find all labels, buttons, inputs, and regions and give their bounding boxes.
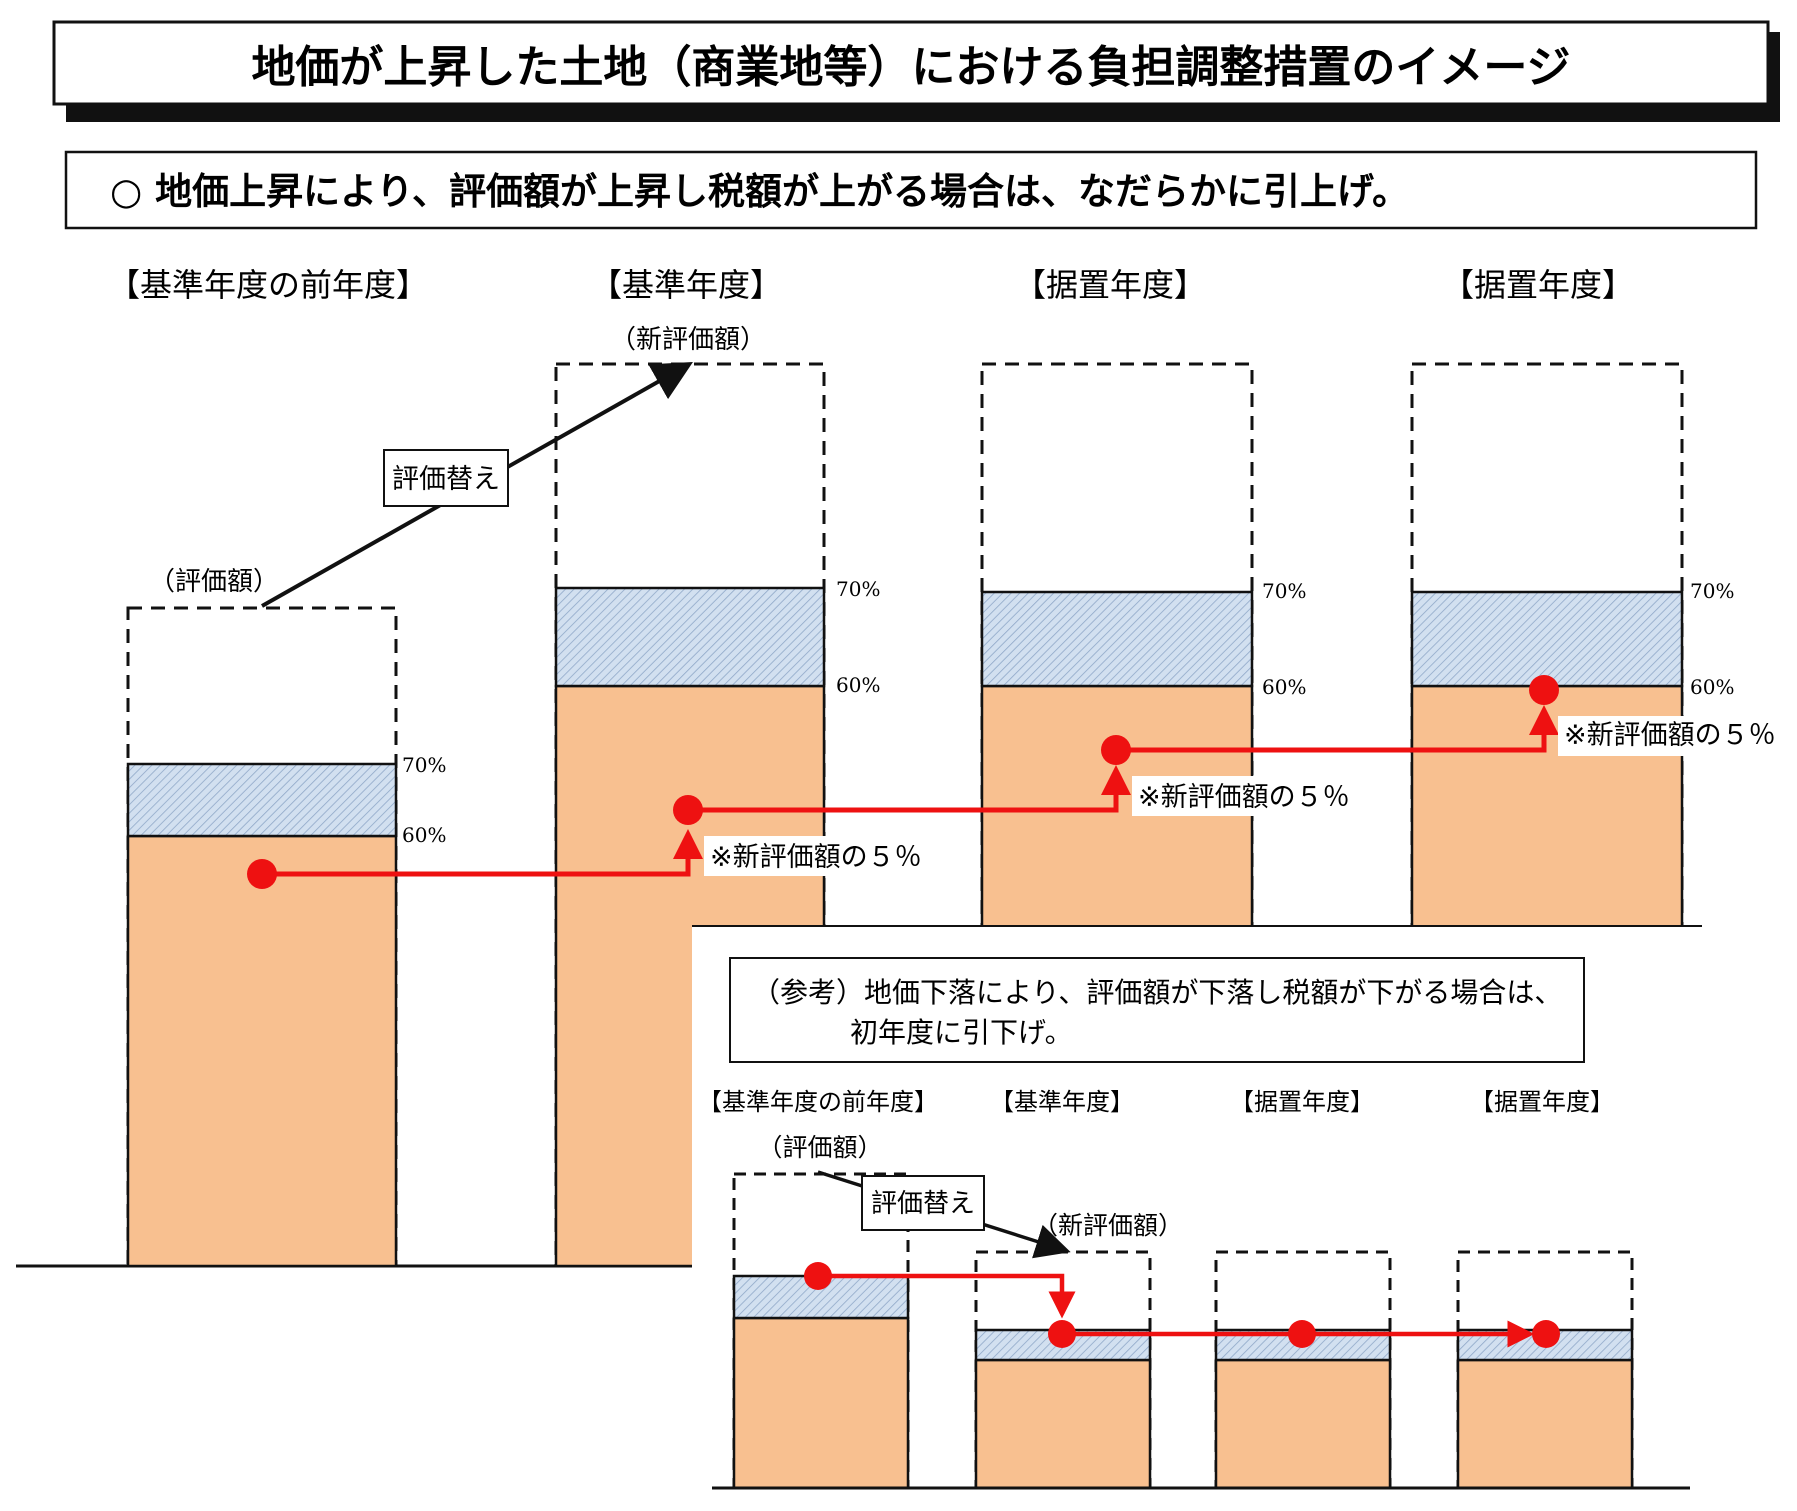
year-labels: 【基準年度の前年度】 【基準年度】 【据置年度】 【据置年度】 [108, 266, 1634, 304]
ref-valuation-label: （評価額） [757, 1133, 882, 1162]
subtitle-box: ○ 地価上昇により、評価額が上昇し税額が上がる場合は、なだらかに引上げ。 [64, 150, 1758, 230]
ref-burden-point [1532, 1320, 1560, 1348]
burden-point [1529, 675, 1559, 705]
pct-70-label: 70% [402, 753, 446, 777]
reference-note-line1: （参考）地価下落により、評価額が下落し税額が下がる場合は、 [752, 976, 1562, 1009]
year-label-prior: 【基準年度の前年度】 [108, 266, 428, 304]
reference-inset: （参考）地価下落により、評価額が下落し税額が下がる場合は、 初年度に引下げ。 【… [692, 925, 1778, 1511]
year-label-fixed-1: 【据置年度】 [1014, 266, 1206, 304]
ref-burden-area [732, 1316, 910, 1490]
ref-burden-area [1214, 1358, 1392, 1490]
burden-area [126, 834, 398, 1268]
burden-point [247, 859, 277, 889]
ref-year-label-prior: 【基準年度の前年度】 [698, 1088, 938, 1116]
pct-60-label: 60% [1690, 675, 1734, 699]
column-prior-year: 70% 60% （評価額） [126, 567, 446, 1268]
band-60-70 [554, 586, 826, 688]
reassessment-arrow: 評価替え [261, 362, 693, 608]
year-label-fixed-2: 【据置年度】 [1442, 266, 1634, 304]
ref-reassessment-label: 評価替え [871, 1189, 975, 1219]
band-60-70 [1410, 590, 1684, 688]
page-title: 地価が上昇した土地（商業地等）における負担調整措置のイメージ [251, 42, 1570, 93]
subtitle-text: ○ 地価上昇により、評価額が上昇し税額が上がる場合は、なだらかに引上げ。 [110, 170, 1409, 213]
ref-burden-point [804, 1262, 832, 1290]
increase-note: ※新評価額の５％ [1564, 720, 1776, 751]
pct-60-label: 60% [402, 823, 446, 847]
increase-note: ※新評価額の５％ [710, 842, 922, 873]
pct-60-label: 60% [836, 673, 880, 697]
ref-year-label-fixed-1: 【据置年度】 [1230, 1088, 1374, 1116]
ref-burden-area [974, 1358, 1152, 1490]
burden-point [1101, 735, 1131, 765]
reassessment-label: 評価替え [392, 464, 500, 495]
pct-60-label: 60% [1262, 675, 1306, 699]
ref-reassessment-label-box [861, 1175, 985, 1231]
pct-70-label: 70% [836, 577, 880, 601]
band-60-70 [126, 762, 398, 838]
burden-progression: ※新評価額の５％ ※新評価額の５％ ※新評価額の５％ [247, 675, 1794, 889]
title-box: 地価が上昇した土地（商業地等）における負担調整措置のイメージ [52, 20, 1780, 122]
ref-burden-point [1048, 1320, 1076, 1348]
valuation-label: （評価額） [149, 567, 279, 597]
new-valuation-label: （新評価額） [610, 325, 766, 355]
reassessment-label-box [383, 449, 509, 507]
band-60-70 [980, 590, 1254, 688]
ref-year-label-base: 【基準年度】 [990, 1088, 1134, 1116]
ref-burden-area [1456, 1358, 1634, 1490]
ref-year-label-fixed-2: 【据置年度】 [1470, 1088, 1614, 1116]
ref-new-valuation-label: （新評価額） [1033, 1211, 1183, 1240]
pct-70-label: 70% [1262, 579, 1306, 603]
ref-burden-point [1288, 1320, 1316, 1348]
reference-note-line2: 初年度に引下げ。 [850, 1016, 1073, 1049]
year-label-base: 【基準年度】 [590, 266, 782, 304]
reference-note-box [729, 957, 1585, 1063]
increase-note: ※新評価額の５％ [1138, 782, 1350, 813]
pct-70-label: 70% [1690, 579, 1734, 603]
burden-point [673, 795, 703, 825]
